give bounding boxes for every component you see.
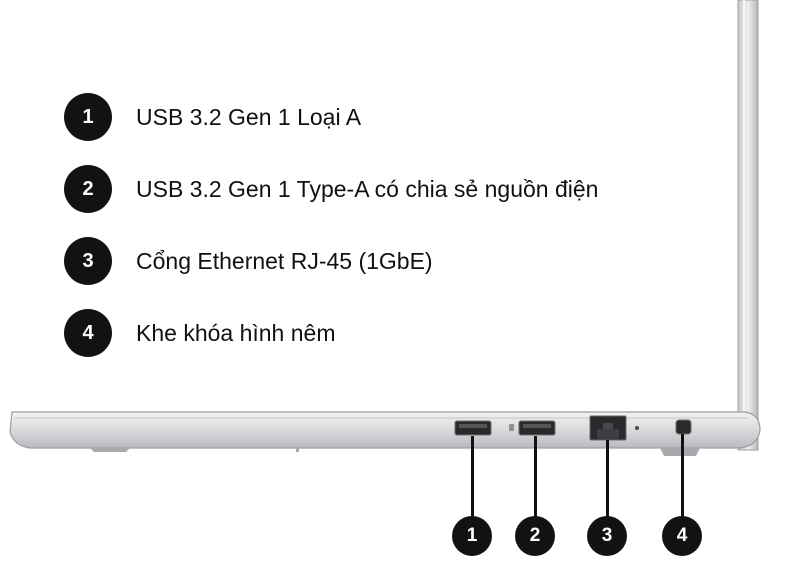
port-legend: 1 USB 3.2 Gen 1 Loại A 2 USB 3.2 Gen 1 T… <box>64 93 598 357</box>
legend-label-3: Cổng Ethernet RJ-45 (1GbE) <box>136 247 433 274</box>
usb-port-icon <box>454 420 492 436</box>
legend-item-2: 2 USB 3.2 Gen 1 Type-A có chia sẻ nguồn … <box>64 165 598 213</box>
callout-line-1 <box>471 436 474 518</box>
callout-badge-3: 3 <box>587 516 627 556</box>
legend-item-4: 4 Khe khóa hình nêm <box>64 309 335 357</box>
callout-line-3 <box>606 440 609 518</box>
legend-item-1: 1 USB 3.2 Gen 1 Loại A <box>64 93 361 141</box>
legend-label-4: Khe khóa hình nêm <box>136 319 336 346</box>
callout-badge-4: 4 <box>662 516 702 556</box>
badge-3: 3 <box>64 237 112 285</box>
badge-1: 1 <box>64 93 112 141</box>
wedge-lock-slot-icon <box>675 419 692 435</box>
badge-2: 2 <box>64 165 112 213</box>
callout-line-4 <box>681 434 684 518</box>
badge-4: 4 <box>64 309 112 357</box>
callout-line-2 <box>534 436 537 518</box>
laptop-lid <box>737 0 759 451</box>
status-led <box>635 426 639 430</box>
laptop-base <box>9 411 761 456</box>
legend-label-1: USB 3.2 Gen 1 Loại A <box>136 103 362 130</box>
usb-power-share-icon <box>509 420 556 436</box>
legend-label-2: USB 3.2 Gen 1 Type-A có chia sẻ nguồn đi… <box>136 175 599 202</box>
callout-badge-2: 2 <box>515 516 555 556</box>
legend-item-3: 3 Cổng Ethernet RJ-45 (1GbE) <box>64 237 433 285</box>
ethernet-port-icon <box>589 415 627 441</box>
callout-badge-1: 1 <box>452 516 492 556</box>
